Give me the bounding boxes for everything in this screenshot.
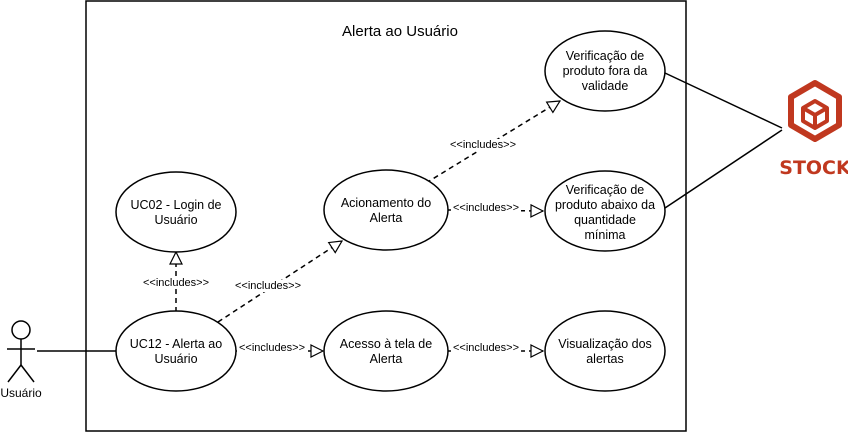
usecase-label-line: Visualização dos — [558, 337, 652, 351]
usecase-verificacao-validade[interactable]: Verificação de produto fora da validade — [544, 30, 666, 112]
usecase-label-line: Alerta — [370, 352, 403, 366]
actor-usuario-label: Usuário — [0, 386, 42, 400]
usecase-label-line: Alerta — [370, 211, 403, 225]
include-label-backdrop — [450, 202, 522, 214]
usecase-label-line: Usuário — [154, 213, 197, 227]
association-stock-minima — [664, 129, 783, 209]
include-label: <<includes>> — [453, 202, 519, 214]
usecase-label-line: quantidade — [574, 213, 636, 227]
stock-logo-text: STOCK — [779, 157, 848, 179]
usecase-label-line: Acionamento do — [341, 196, 431, 210]
usecase-label-line: Usuário — [154, 352, 197, 366]
include-acionamento-validade: <<includes>> — [425, 101, 560, 184]
include-label: <<includes>> — [453, 342, 519, 354]
include-label: <<includes>> — [450, 139, 516, 151]
usecase-label-line: Verificação de — [566, 49, 645, 63]
include-label-backdrop — [236, 342, 308, 354]
include-label: <<includes>> — [235, 280, 301, 292]
include-label-backdrop — [447, 139, 519, 151]
usecase-label-line: UC12 - Alerta ao — [130, 337, 222, 351]
usecase-label-line: Acesso à tela de — [340, 337, 432, 351]
usecase-label-line: alertas — [586, 352, 624, 366]
include-uc12-acesso: <<includes>> — [236, 342, 323, 354]
include-acionamento-minima: <<includes>> — [447, 202, 543, 214]
usecase-uc12-alerta[interactable]: UC12 - Alerta ao Usuário — [115, 310, 237, 392]
include-label-backdrop — [140, 277, 212, 289]
usecase-label-line: produto fora da — [563, 64, 648, 78]
include-label: <<includes>> — [143, 277, 209, 289]
include-acesso-visualizacao: <<includes>> — [448, 342, 543, 354]
usecase-label-line: produto abaixo da — [555, 198, 655, 212]
include-label-backdrop — [232, 280, 304, 292]
include-uc12-acionamento: <<includes>> — [217, 241, 342, 323]
usecase-acesso-tela[interactable]: Acesso à tela de Alerta — [323, 310, 449, 392]
usecase-visualizacao-alertas[interactable]: Visualização dos alertas — [544, 310, 666, 392]
external-system-stock[interactable]: STOCK — [779, 80, 848, 179]
include-label-backdrop — [450, 342, 522, 354]
actor-usuario[interactable]: Usuário — [0, 320, 42, 400]
usecase-acionamento-alerta[interactable]: Acionamento do Alerta — [323, 169, 449, 251]
association-stock-validade — [664, 72, 783, 129]
usecase-label-line: mínima — [585, 228, 626, 242]
usecase-uc02-login[interactable]: UC02 - Login de Usuário — [115, 171, 237, 253]
include-uc12-uc02: <<includes>> — [140, 252, 212, 312]
usecase-label-line: Verificação de — [566, 183, 645, 197]
system-title: Alerta ao Usuário — [342, 23, 458, 40]
usecase-label-line: validade — [582, 79, 629, 93]
include-label: <<includes>> — [239, 342, 305, 354]
usecase-label-line: UC02 - Login de — [130, 198, 221, 212]
usecase-verificacao-minima[interactable]: Verificação de produto abaixo da quantid… — [544, 170, 666, 252]
stock-logo-icon — [788, 80, 842, 142]
